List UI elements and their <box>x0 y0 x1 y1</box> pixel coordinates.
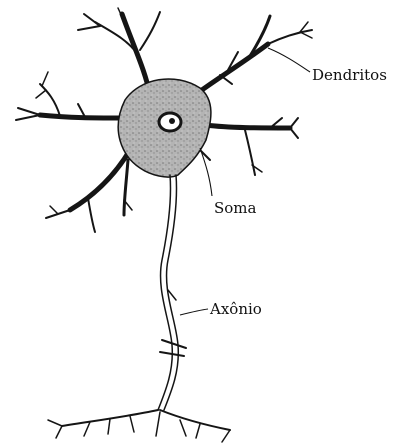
neuron <box>16 8 312 442</box>
leader-line-axon <box>180 309 208 315</box>
label-axon: Axônio <box>209 300 262 318</box>
label-dendrites-group: Dendritos <box>268 48 387 84</box>
axon <box>48 175 230 442</box>
label-dendrites: Dendritos <box>312 66 387 84</box>
leader-line-dendrites <box>268 48 310 72</box>
nucleolus <box>169 118 175 124</box>
label-axon-group: Axônio <box>180 300 262 318</box>
label-soma: Soma <box>214 199 257 217</box>
